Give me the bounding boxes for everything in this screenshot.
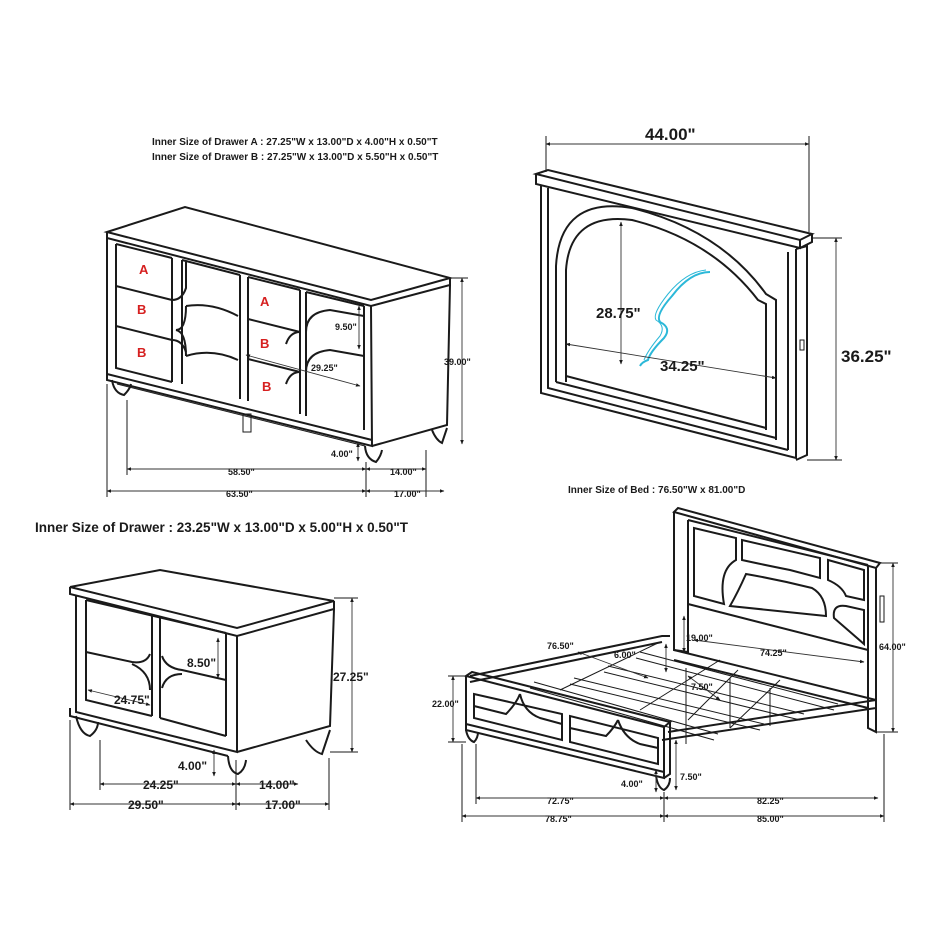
mirror-drawing: 44.00" 28.75" 34.25" 36.25" [532,125,892,461]
nightstand-side [236,608,335,753]
dresser-depth: 17.00" [394,489,421,499]
bed-slat-gap: 7.50" [691,682,713,692]
bed-width: 78.75" [545,814,572,824]
mirror-glass-w: 34.25" [660,358,705,375]
bed-leg-left [465,729,479,744]
nightstand-drawer-h: 8.50" [187,656,216,670]
bed-inner-note: Inner Size of Bed : 76.50"W x 81.00"D [568,485,745,496]
dresser-leg-height: 4.00" [331,449,353,459]
mirror-width: 44.00" [645,125,696,144]
dresser-drawer-label-1: A [139,262,149,277]
mirror-glass-w-dim [565,342,777,380]
nightstand-drawing: Inner Size of Drawer : 23.25"W x 13.00"D… [35,520,409,812]
bed-headboard-panels [693,526,865,647]
mirror-height: 36.25" [841,347,892,366]
nightstand-width: 29.50" [128,798,164,812]
dresser-drawer-h: 9.50" [335,322,357,332]
mirror-glass-inner [565,218,767,430]
bed-footboard-inner-width: 72.75" [547,796,574,806]
dresser-leg-front-left [111,379,132,397]
dresser-front [106,238,374,448]
nightstand-leg-right [227,755,247,776]
nightstand-depth: 17.00" [265,798,301,812]
mirror-cornice [532,168,815,242]
dresser-depth-inner: 14.00" [390,467,417,477]
mirror-glass-h: 28.75" [596,305,641,322]
bed-length: 85.00" [757,814,784,824]
bed-footboard [465,676,665,780]
bed-headboard-post-left [673,512,689,654]
dresser-drawer-w: 29.25" [311,363,338,373]
mirror-glass-outer [555,205,777,440]
bed-leg-height: 4.00" [621,779,643,789]
dresser-drawer-label-3: B [137,345,146,360]
dresser-top-edge [106,232,451,308]
dresser-drawer-w-dim [245,354,361,387]
dresser-drawer-label-5: B [260,336,269,351]
nightstand-leg-left [75,715,99,738]
dresser-drawing: Inner Size of Drawer A : 27.25"W x 13.00… [103,137,471,499]
bed-headboard-clearance: 19.00" [686,633,713,643]
nightstand-drawer-w: 24.75" [114,693,150,707]
bed-headboard-width: 74.25" [760,648,787,658]
mirror-frame [540,186,797,460]
bed-height: 64.00" [879,642,906,652]
bed-rail-height: 6.00" [614,650,636,660]
nightstand-height: 27.25" [333,670,369,684]
dresser-leg-back-center [242,413,252,433]
dresser-height: 39.00" [444,357,471,367]
nightstand-leg-height: 4.00" [178,759,207,773]
dresser-drawer-label-2: B [137,302,146,317]
nightstand-inner-width: 24.25" [143,778,179,792]
dresser-leg-back-right [431,427,448,445]
bed-headboard-post-right [867,565,877,734]
dresser-leg-front-right [364,445,383,464]
bed-drawing: Inner Size of Bed : 76.50"W x 81.00"D [432,485,906,824]
bed-inner-length: 82.25" [757,796,784,806]
bed-side-rail [661,698,877,741]
dresser-inner-width: 58.50" [228,467,255,477]
bed-footboard-height: 22.00" [432,699,459,709]
nightstand-front [75,596,238,754]
nightstand-depth-inner: 14.00" [259,778,295,792]
nightstand-drawer-note: Inner Size of Drawer : 23.25"W x 13.00"D… [35,520,409,535]
dresser-drawer-label-4: A [260,294,270,309]
bed-clearance: 7.50" [680,772,702,782]
dresser-side [371,284,451,447]
dresser-drawer-label-6: B [262,379,271,394]
dresser-width: 63.50" [226,489,253,499]
dresser-drawer-b-note: Inner Size of Drawer B : 27.25"W x 13.00… [152,152,438,163]
dresser-drawer-a-note: Inner Size of Drawer A : 27.25"W x 13.00… [152,137,438,148]
dresser-top [103,205,454,302]
bed-rail-width: 76.50" [547,641,574,651]
